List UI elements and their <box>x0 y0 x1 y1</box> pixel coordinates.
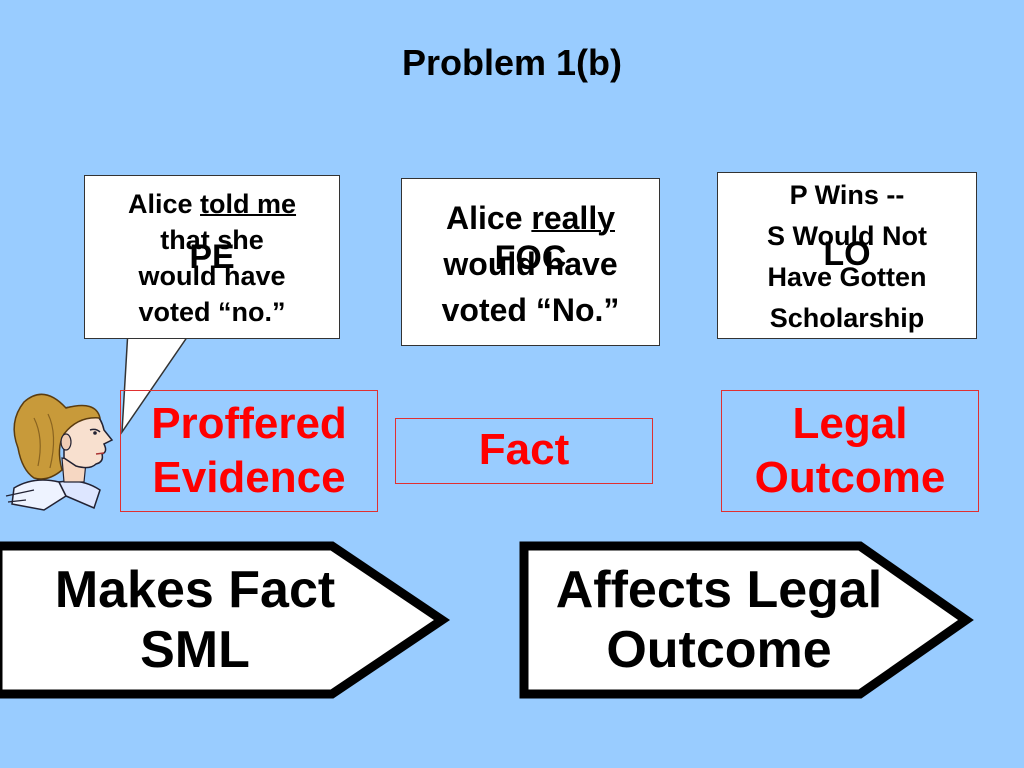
callout-foc: FOC Alice really would have voted “No.” <box>401 178 660 346</box>
callout-lo-label: LO <box>823 235 871 273</box>
proffered-evidence-line2: Evidence <box>152 453 346 502</box>
callout-lo-line2: S Would Not <box>767 221 927 251</box>
legal-outcome-line2: Outcome <box>754 453 946 502</box>
fact-label: Fact <box>478 425 570 474</box>
callout-pe-line2: that she <box>160 225 264 255</box>
woman-head-icon <box>5 393 114 511</box>
right-arrow-line2: Outcome <box>606 621 832 679</box>
right-arrow-line1: Affects Legal <box>555 561 883 619</box>
callout-foc-label: FOC <box>494 239 567 277</box>
legal-outcome-box: Legal Outcome <box>721 390 979 512</box>
callout-foc-line1: Alice really <box>446 200 615 236</box>
fact-box: Fact <box>395 418 653 484</box>
callout-lo-line3: Have Gotten <box>767 262 927 292</box>
page-title: Problem 1(b) <box>401 42 623 83</box>
callout-pe-label: PE <box>189 238 235 276</box>
right-arrow-shape <box>519 541 974 699</box>
left-arrow-line1: Makes Fact <box>54 561 336 619</box>
left-arrow-shape <box>0 541 451 699</box>
callout-pe: PE Alice told me that she would have vot… <box>84 175 340 339</box>
proffered-evidence-box: Proffered Evidence <box>120 390 378 512</box>
left-arrow-line2: SML <box>140 621 250 679</box>
callout-pe-line1: Alice told me <box>127 189 297 219</box>
proffered-evidence-line1: Proffered <box>151 399 347 448</box>
callout-foc-line2: would have <box>443 246 618 282</box>
callout-pe-line3: would have <box>138 261 286 291</box>
right-arrow-text: Affects Legal Outcome <box>524 560 914 680</box>
callout-lo: LO P Wins -- S Would Not Have Gotten Sch… <box>717 172 977 339</box>
callout-foc-line3: voted “No.” <box>441 292 620 328</box>
callout-lo-line4: Scholarship <box>769 303 925 333</box>
legal-outcome-line1: Legal <box>792 399 908 448</box>
callout-pe-line4: voted “no.” <box>138 297 286 327</box>
callout-lo-line1: P Wins -- <box>789 180 905 210</box>
left-arrow-text: Makes Fact SML <box>0 560 390 680</box>
